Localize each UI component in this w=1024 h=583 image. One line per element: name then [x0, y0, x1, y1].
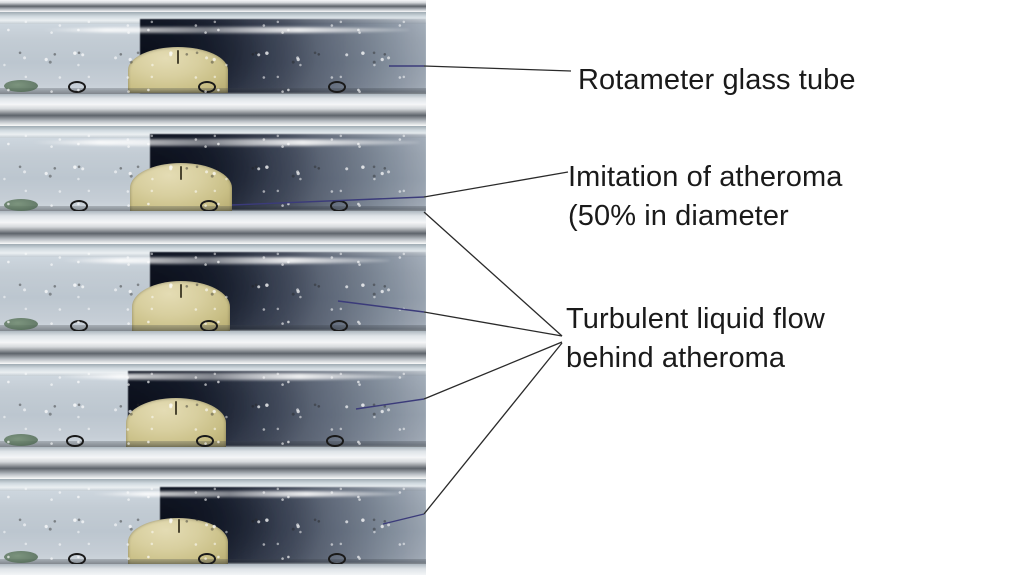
glass-specular-streak [55, 373, 405, 380]
leader-line-turbulent-flow-frame2 [423, 211, 563, 337]
tube-bottom-rim [0, 446, 426, 457]
tube-scale-mark [68, 80, 86, 93]
frame-5 [0, 479, 426, 575]
green-deposit [4, 80, 38, 93]
annotation-imitation-of-atheroma: Imitation of atheroma (50% in diameter [568, 161, 843, 232]
frame-seam [0, 222, 426, 244]
tube-scale-mark [196, 434, 214, 447]
tube-scale-mark [198, 80, 216, 93]
frame-4 [0, 364, 426, 457]
frame-1 [0, 12, 426, 104]
annotation-rotameter-glass-tube: Rotameter glass tube [578, 64, 856, 96]
frame-seam [0, 0, 426, 12]
frame-seam [0, 342, 426, 364]
tube-scale-mark [328, 80, 346, 93]
frame-3 [0, 244, 426, 342]
atheroma-stem [180, 165, 182, 180]
tube-bottom-rim [0, 93, 426, 104]
tube-scale-mark [326, 434, 344, 447]
tube-bottom-rim [0, 211, 426, 222]
leader-line-rotameter-glass-tube-ext [423, 65, 572, 72]
tube-bottom-rim [0, 564, 426, 575]
glass-specular-streak [40, 26, 410, 34]
atheroma-stem [177, 49, 179, 64]
frame-seam [0, 457, 426, 479]
leader-line-imitation-of-atheroma-ext [423, 171, 569, 198]
atheroma-stem [180, 283, 182, 298]
leader-line-turbulent-flow-frame5 [423, 342, 563, 515]
leader-line-turbulent-flow-frame4 [423, 341, 563, 400]
frame-seam [0, 104, 426, 126]
frame-2 [0, 126, 426, 222]
tube-bottom-rim [0, 331, 426, 342]
annotation-turbulent-liquid-flow: Turbulent liquid flow behind atheroma [566, 303, 825, 374]
green-deposit [4, 433, 38, 446]
glass-specular-streak [90, 490, 400, 498]
tube-scale-mark [66, 434, 84, 447]
leader-line-turbulent-flow-frame3 [423, 311, 563, 337]
atheroma-stem [178, 518, 180, 533]
rotameter-frame-sequence [0, 0, 426, 583]
glass-specular-streak [60, 256, 390, 264]
atheroma-stem [175, 401, 177, 416]
